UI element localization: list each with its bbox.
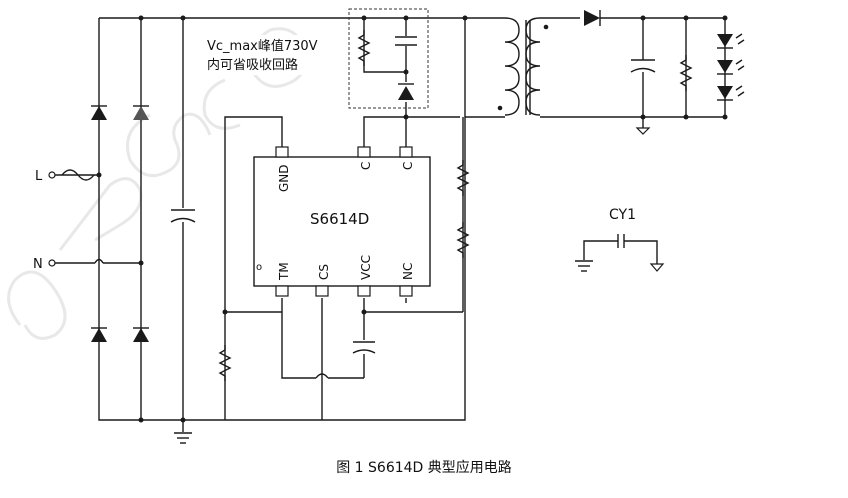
annotation-line-2: 内可省吸收回路 [207, 57, 298, 73]
annotation: Vc_max峰值730V 内可省吸收回路 [204, 35, 342, 75]
ic-pin1-marker: o [256, 262, 262, 273]
output-diode [584, 10, 601, 26]
ic-name: S6614D [310, 210, 369, 228]
terminal-n-label: N [33, 257, 43, 272]
fuse-symbol [61, 169, 95, 181]
annotation-line-1: Vc_max峰值730V [207, 38, 318, 54]
bulk-capacitor [170, 208, 196, 223]
ic-pin-gnd: GND [277, 164, 291, 192]
junctions [96, 15, 728, 423]
snubber-network [348, 8, 429, 109]
terminal-l-label: L [35, 169, 43, 184]
ic-pin-tm: TM [277, 262, 291, 281]
ic-pin-cs: CS [317, 264, 331, 280]
figure-caption: 图 1 S6614D 典型应用电路 [336, 459, 512, 476]
ic-pin-c1: C [359, 162, 373, 170]
cy1-capacitor: CY1 [575, 207, 665, 272]
output-capacitor [630, 59, 656, 73]
ic-pin-nc: NC [401, 263, 415, 280]
cy1-label: CY1 [609, 207, 636, 223]
output-ground-symbol [635, 127, 651, 135]
bridge-diodes [91, 105, 149, 342]
vcc-capacitor [352, 340, 376, 354]
resistors [218, 30, 693, 381]
ground-symbol [174, 420, 192, 444]
transformer [497, 17, 549, 116]
input-terminals: L N [33, 169, 56, 272]
ic-chip: GND C C S6614D o TM CS VCC NC [253, 146, 431, 297]
led-string [717, 33, 745, 101]
ic-pin-c2: C [401, 162, 415, 170]
ic-pin-vcc: VCC [359, 255, 373, 280]
